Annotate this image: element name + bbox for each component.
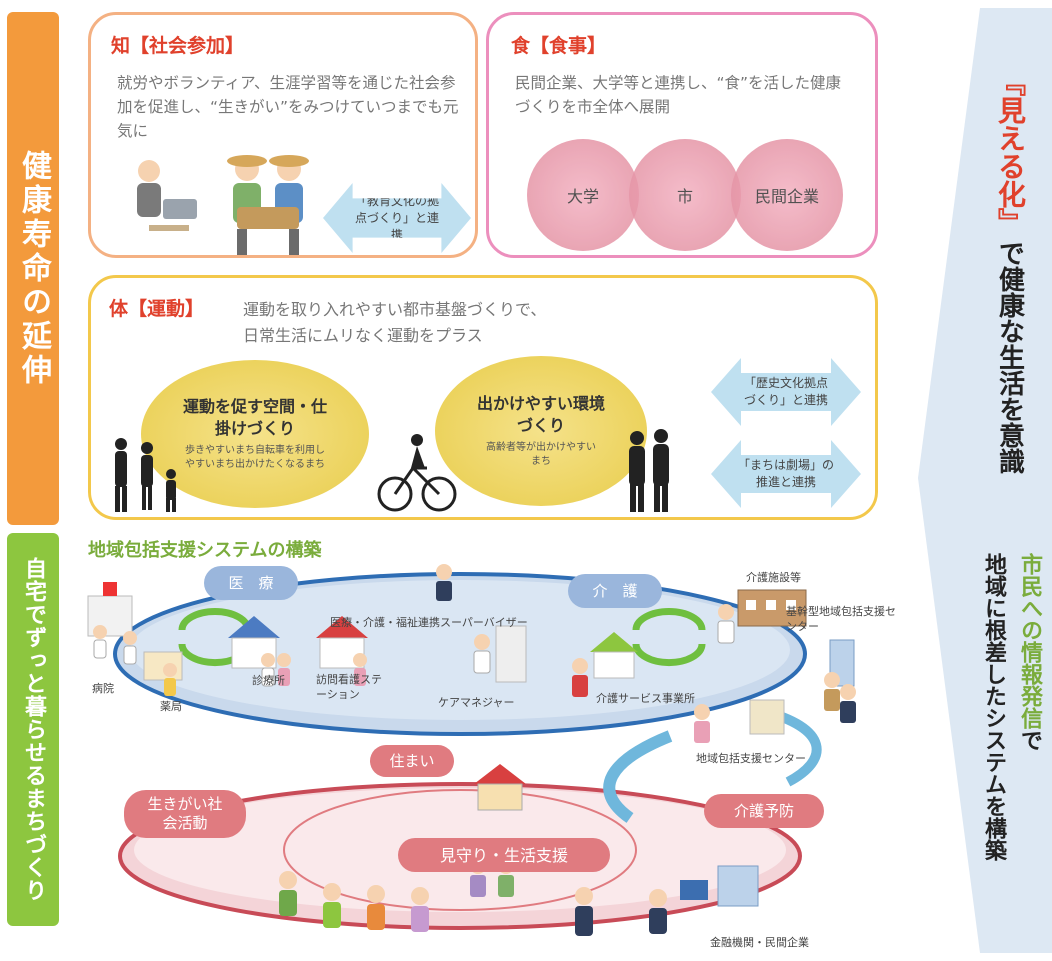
pill-watch-support-text: 見守り・生活支援 xyxy=(439,845,568,865)
arrow-education-culture-text: 「教育文化の拠点づくり」と連携 xyxy=(354,193,439,242)
system-title: 地域包括支援システムの構築 xyxy=(88,540,322,561)
left-bar-home-living-text: 自宅でずっと暮らせるまちづくり xyxy=(21,557,46,902)
card-food-title: 食【食事】 xyxy=(511,35,607,57)
pill-care-text: 介 護 xyxy=(592,581,638,600)
exercise-circle-env-sub: 高齢者等が出かけやすいまち xyxy=(486,442,596,467)
food-circle-private-label: 民間企業 xyxy=(754,187,819,206)
pill-care: 介 護 xyxy=(568,574,662,608)
elderly-couple-silhouette xyxy=(629,429,669,512)
right-info-system: 地域に根差したシステムを構築 xyxy=(981,553,1006,861)
food-circle-city: 市 xyxy=(629,139,741,251)
card-exercise-text2: 日常生活にムリなく運動をプラス xyxy=(243,326,483,345)
food-circle-university: 大学 xyxy=(527,139,639,251)
label-care-manager: ケアマネジャー xyxy=(438,696,515,709)
left-bar-home-living: 自宅でずっと暮らせるまちづくり xyxy=(7,533,59,926)
label-care-service: 介護サービス事業所 xyxy=(596,692,695,705)
right-panel-shape xyxy=(918,8,1052,953)
label-nursing-station: 訪問看護ステーション xyxy=(316,673,382,701)
food-circle-private: 民間企業 xyxy=(731,139,843,251)
card-social-participation: 知【社会参加】 就労やボランティア、生涯学習等を通じた社会参加を促進し、“生きが… xyxy=(88,12,478,258)
exercise-circle-space-title: 運動を促す空間・仕掛けづくり xyxy=(182,397,327,438)
pill-housing: 住まい xyxy=(370,745,454,777)
label-supervisor: 医療・介護・福祉連携スーパーバイザー xyxy=(330,616,528,629)
exercise-circle-environment: 出かけやすい環境づくり 高齢者等が出かけやすいまち xyxy=(435,356,647,506)
elderly-people-illustration xyxy=(137,155,309,255)
pill-social-activity-text: 生きがい社会活動 xyxy=(147,795,223,832)
pill-care-prevention-text: 介護予防 xyxy=(733,801,794,820)
cyclist-silhouette xyxy=(377,434,457,512)
exercise-circle-env-title: 出かけやすい環境づくり xyxy=(476,394,605,435)
exercise-circle-space-sub: 歩きやすいまち自転車を利用しやすいまち出かけたくなるまち xyxy=(185,445,325,470)
label-local-center: 地域包括支援センター xyxy=(696,752,806,765)
pill-social-activity: 生きがい社会活動 xyxy=(124,790,246,838)
label-care-facility: 介護施設等 xyxy=(746,571,801,584)
label-finance: 金融機関・民間企業 xyxy=(710,936,809,949)
card-social-title: 知【社会参加】 xyxy=(111,35,245,57)
pill-medical: 医 療 xyxy=(204,566,298,600)
arrow-history-culture: 「歴史文化拠点づくり」と連携 xyxy=(711,358,861,426)
right-info-green: 市民への情報発信 xyxy=(1017,553,1042,729)
pill-medical-text: 医 療 xyxy=(228,573,274,592)
right-title-mieruka: 『見える化』 xyxy=(994,68,1027,236)
card-exercise-title: 体【運動】 xyxy=(109,298,205,320)
card-food-text: 民間企業、大学等と連携し、“食”を活した健康づくりを市全体へ展開 xyxy=(515,74,842,116)
card-exercise: 体【運動】 運動を取り入れやすい都市基盤づくりで、 日常生活にムリなく運動をプラ… xyxy=(88,275,878,520)
arrow-town-theater-text: 「まちは劇場」の推進と連携 xyxy=(737,458,834,489)
food-circle-city-label: 市 xyxy=(676,187,693,206)
right-title-health: で健康な生活を意識 xyxy=(994,240,1025,474)
label-base-center: 基幹型地域包括支援センター xyxy=(786,605,896,633)
arrow-education-culture: 「教育文化の拠点づくり」と連携 xyxy=(323,183,471,253)
label-hospital: 病院 xyxy=(92,682,114,695)
card-social-text: 就労やボランティア、生涯学習等を通じた社会参加を促進し、“生きがい”をみつけてい… xyxy=(117,74,459,140)
pill-watch-support: 見守り・生活支援 xyxy=(398,838,610,872)
label-pharmacy: 薬局 xyxy=(160,700,182,713)
label-clinic: 診療所 xyxy=(252,674,285,687)
card-food: 食【食事】 民間企業、大学等と連携し、“食”を活した健康づくりを市全体へ展開 大… xyxy=(486,12,878,258)
pill-care-prevention: 介護予防 xyxy=(704,794,824,828)
arrow-history-culture-text: 「歴史文化拠点づくり」と連携 xyxy=(743,376,828,407)
left-bar-healthy-life: 健康寿命の延伸 xyxy=(7,12,59,525)
right-info-de: で xyxy=(1017,729,1042,751)
right-panel: 『見える化』 で健康な生活を意識 市民への情報発信 で 地域に根差したシステムを… xyxy=(918,8,1052,953)
arrow-town-theater: 「まちは劇場」の推進と連携 xyxy=(711,440,861,508)
family-walking-silhouette xyxy=(115,438,176,512)
pill-housing-text: 住まい xyxy=(389,751,435,770)
card-exercise-text1: 運動を取り入れやすい都市基盤づくりで、 xyxy=(243,300,547,319)
left-bar-healthy-life-text: 健康寿命の延伸 xyxy=(16,149,51,388)
exercise-circle-space: 運動を促す空間・仕掛けづくり 歩きやすいまち自転車を利用しやすいまち出かけたくな… xyxy=(141,360,369,508)
food-circle-university-label: 大学 xyxy=(566,187,599,206)
